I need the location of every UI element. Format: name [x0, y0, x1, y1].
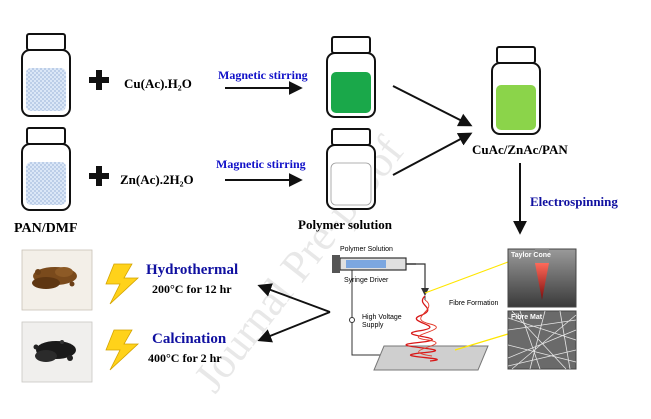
- apparatus-label-hv2: Supply: [362, 322, 384, 329]
- label-calcination: Calcination: [152, 331, 227, 347]
- product-photo-hydrothermal: [21, 249, 93, 311]
- apparatus-label-fibre: Fibre Formation: [449, 300, 499, 307]
- apparatus-label-syringe: Syringe Driver: [344, 277, 389, 284]
- jar-cuac-znac-pan: [491, 46, 541, 135]
- jar-pan-dmf-top: [21, 33, 71, 117]
- label-reagent-cu: Cu(Ac).H₂O: [124, 76, 192, 91]
- jar-zn-solution: [326, 128, 376, 210]
- arrow-merge-top: [392, 85, 473, 127]
- label-electrospinning: Electrospinning: [530, 194, 618, 209]
- label-calcination-cond: 400°C for 2 hr: [148, 351, 222, 365]
- fiber-whip: [405, 295, 438, 362]
- plus-icon-top: [89, 70, 109, 90]
- inset-taylor-cone: Taylor Cone: [507, 248, 577, 308]
- label-stirring-bottom: Magnetic stirring: [216, 157, 306, 171]
- apparatus-label-polymer: Polymer Solution: [340, 246, 393, 253]
- label-polymer-solution: Polymer solution: [298, 217, 393, 232]
- inset-label-taylor-cone: Taylor Cone: [511, 252, 551, 259]
- arrow-to-hydrothermal: [257, 283, 331, 313]
- lightning-icon-calcination: [105, 329, 140, 371]
- label-stirring-top: Magnetic stirring: [218, 68, 308, 82]
- label-hydrothermal: Hydrothermal: [146, 262, 238, 278]
- electrospinning-apparatus: Polymer Solution Syringe Driver High Vol…: [332, 246, 509, 371]
- arrow-merge-bottom: [392, 132, 473, 176]
- label-hydrothermal-cond: 200°C for 12 hr: [152, 282, 232, 296]
- inset-label-fibre-mat: Fibre Mat: [511, 314, 543, 321]
- plus-icon-bottom: [89, 166, 109, 186]
- label-cuac-znac-pan: CuAc/ZnAc/PAN: [472, 142, 568, 157]
- jar-pan-dmf-bottom: [21, 127, 71, 211]
- label-pan-dmf: PAN/DMF: [14, 221, 78, 236]
- inset-fibre-mat: Fibre Mat: [507, 310, 577, 370]
- arrow-to-calcination: [257, 311, 331, 343]
- product-photo-calcination: [21, 321, 93, 383]
- label-reagent-zn: Zn(Ac).2H₂O: [120, 172, 194, 187]
- jar-cu-solution: [326, 36, 376, 118]
- lightning-icon-hydrothermal: [105, 263, 140, 305]
- apparatus-label-hv1: High Voltage: [362, 314, 402, 321]
